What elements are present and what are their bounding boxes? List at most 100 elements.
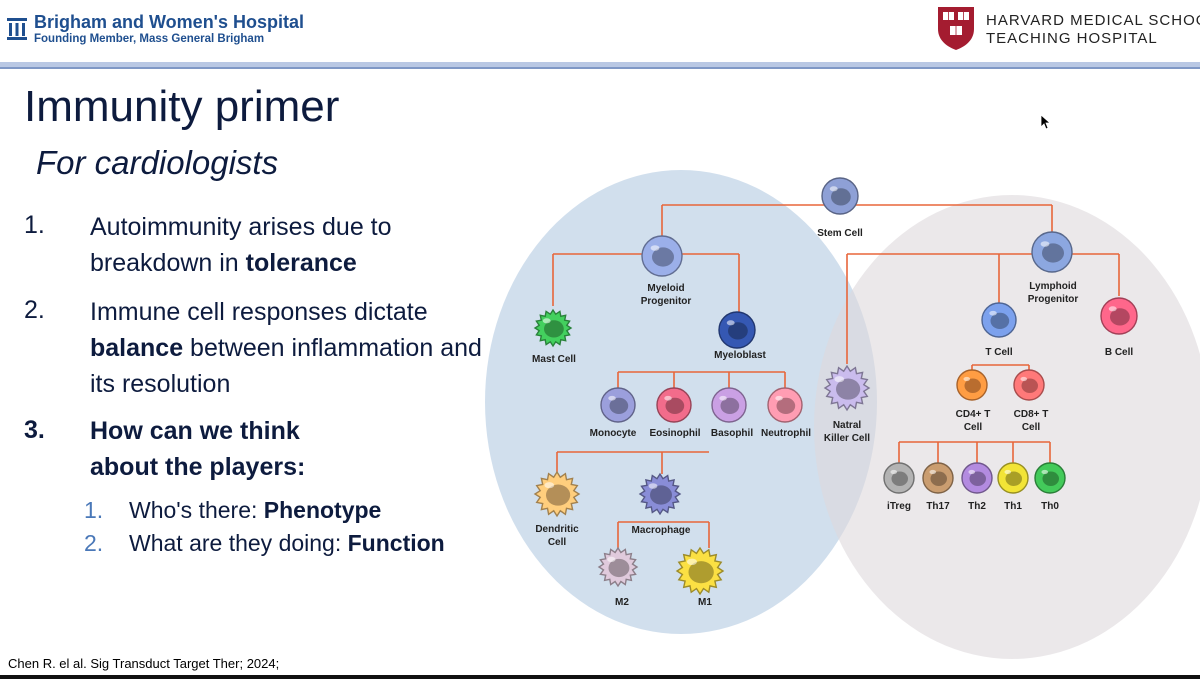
cell-highlight	[968, 469, 976, 475]
slide-subtitle: For cardiologists	[36, 144, 279, 181]
mast-cell: Mast Cell	[532, 308, 576, 365]
cell-nucleus	[688, 561, 714, 584]
bcell-cell: B Cell	[1100, 297, 1138, 358]
myeloblast-cell: Myeloblast	[714, 311, 767, 361]
cell-label: Myeloblast	[714, 350, 766, 361]
cell-label: Stem Cell	[817, 228, 863, 239]
cell-nucleus	[665, 397, 685, 415]
cell-highlight	[726, 320, 735, 326]
cell-nucleus	[1005, 471, 1022, 486]
subpoint-2-text: What are they doing:	[129, 530, 348, 556]
th1-cell: Th1	[997, 462, 1029, 512]
cell-nucleus	[969, 471, 986, 486]
point-3-line2: about the players:	[90, 453, 306, 481]
citation: Chen R. el al. Sig Transduct Target Ther…	[8, 656, 280, 671]
lymphoid-region	[814, 195, 1200, 659]
slide-title: Immunity primer	[24, 82, 340, 131]
cell-highlight	[929, 469, 937, 475]
subpoint-1: Who's there: Phenotype	[129, 497, 381, 524]
cell-nucleus	[831, 188, 851, 206]
cell-label: Myeloid	[647, 283, 684, 294]
cell-nucleus	[1021, 378, 1038, 393]
th0-cell: Th0	[1034, 462, 1066, 512]
cell-highlight	[1041, 469, 1049, 475]
point-3: How can we think about the players:	[90, 413, 450, 485]
cell-label: B Cell	[1105, 347, 1134, 358]
point-1-number: 1.	[24, 211, 45, 239]
cell-label: Basophil	[711, 428, 753, 439]
point-1-text: Autoimmunity arises due to breakdown in	[90, 213, 392, 277]
cell-nucleus	[720, 397, 740, 415]
cell-nucleus	[836, 378, 861, 400]
cell-label: Neutrophil	[761, 428, 811, 439]
cell-label: Cell	[1022, 422, 1041, 433]
cell-highlight	[775, 395, 783, 401]
cell-highlight	[829, 186, 838, 192]
cell-label: Cell	[548, 537, 567, 548]
cell-label: M1	[698, 597, 712, 608]
itreg-cell: iTreg	[883, 462, 915, 512]
cell-nucleus	[546, 484, 571, 506]
cell-nucleus	[544, 320, 564, 338]
cell-highlight	[1040, 241, 1050, 247]
cell-label: Th1	[1004, 501, 1022, 512]
cell-label: Natral	[833, 420, 862, 431]
cell-highlight	[963, 376, 971, 382]
cell-nucleus	[776, 397, 796, 415]
point-3-number: 3.	[24, 416, 45, 444]
subpoint-1-text: Who's there:	[129, 497, 264, 523]
cell-highlight	[890, 469, 898, 475]
header-rule	[0, 62, 1200, 67]
cell-label: Killer Cell	[824, 433, 870, 444]
cell-highlight	[989, 310, 997, 316]
cell-nucleus	[891, 471, 908, 486]
subpoint-2: What are they doing: Function	[129, 530, 445, 557]
cell-label: Progenitor	[641, 296, 692, 307]
cell-label: Dendritic	[535, 524, 579, 535]
subpoint-1-number: 1.	[84, 497, 104, 523]
subpoint-2-number: 2.	[84, 530, 104, 556]
hms-line2: TEACHING HOSPITAL	[986, 30, 1158, 47]
point-1: Autoimmunity arises due to breakdown in …	[90, 209, 450, 281]
subpoint-1-bold: Phenotype	[263, 497, 382, 523]
point-3-line1: How can we think	[90, 417, 300, 445]
cell-label: Lymphoid	[1029, 281, 1076, 292]
cell-label: Th0	[1041, 501, 1059, 512]
harvard-shield-icon	[938, 7, 974, 50]
cell-label: Mast Cell	[532, 354, 576, 365]
cell-nucleus	[1042, 471, 1059, 486]
cell-nucleus	[728, 322, 748, 340]
hms-line1: HARVARD MEDICAL SCHOOL	[986, 12, 1200, 29]
th17-cell: Th17	[922, 462, 954, 512]
monocyte-cell: Monocyte	[590, 387, 637, 439]
cell-label: M2	[615, 597, 629, 608]
cell-highlight	[1020, 376, 1028, 382]
cell-highlight	[608, 395, 616, 401]
cell-label: CD8+ T	[1014, 409, 1049, 420]
cell-label: Progenitor	[1028, 294, 1079, 305]
hospital-subtitle: Founding Member, Mass General Brigham	[34, 33, 265, 45]
cell-label: Eosinophil	[649, 428, 700, 439]
cell-highlight	[664, 395, 672, 401]
basophil-cell: Basophil	[711, 387, 753, 439]
macrophage-cell: Macrophage	[632, 472, 691, 536]
cell-nucleus	[609, 397, 629, 415]
cell-highlight	[650, 245, 660, 251]
cd8-cell: CD8+ T Cell	[1013, 369, 1049, 433]
cell-nucleus	[930, 471, 947, 486]
point-2-tail: between inflammation and its resolution	[90, 334, 482, 398]
cell-highlight	[544, 482, 555, 489]
cell-highlight	[1004, 469, 1012, 475]
m1-cell: M1	[675, 546, 725, 608]
cell-highlight	[834, 376, 845, 383]
stem-cell: Stem Cell	[817, 177, 863, 239]
cell-highlight	[648, 483, 658, 489]
point-2: Immune cell responses dictate balance be…	[90, 294, 485, 402]
cell-label: Macrophage	[632, 525, 691, 536]
cell-label: Th2	[968, 501, 986, 512]
